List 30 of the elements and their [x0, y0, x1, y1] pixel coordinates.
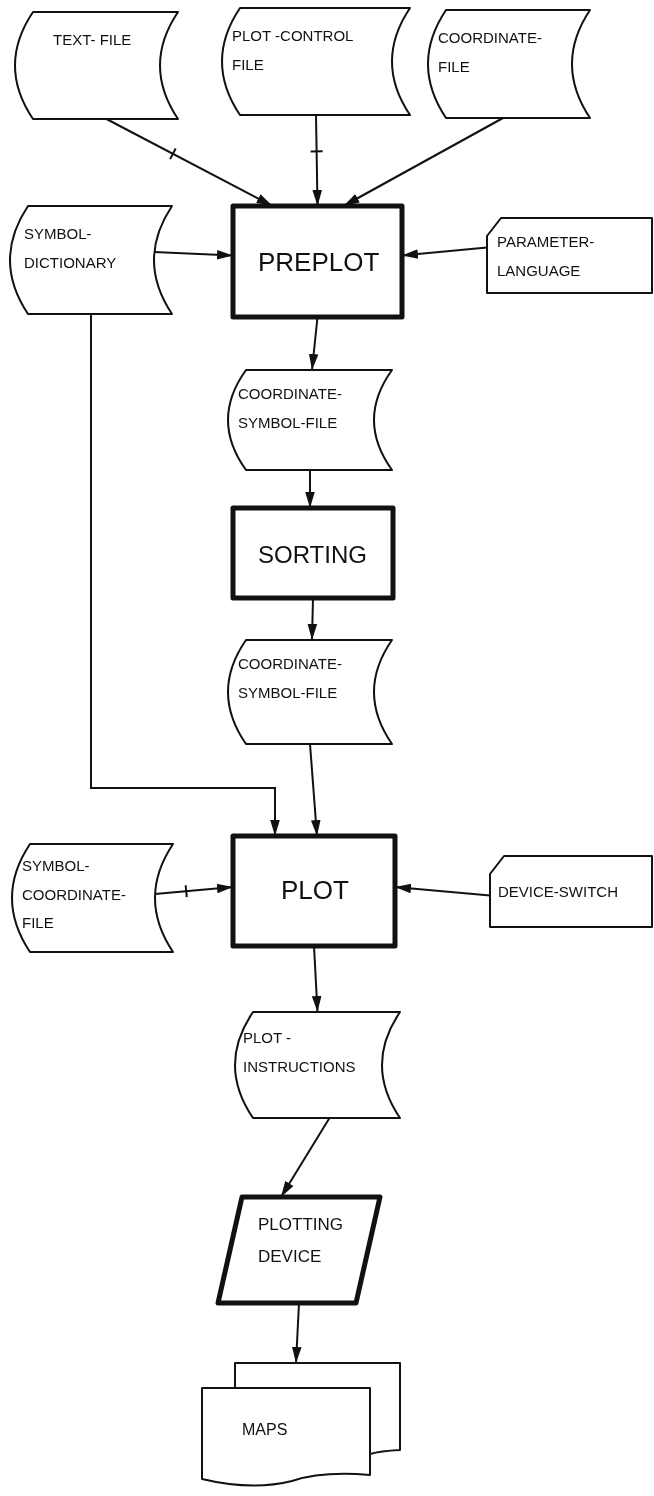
stored-data-symbol: [228, 640, 392, 744]
node-label: COORDINATE- FILE: [438, 28, 543, 77]
node-label: MAPS: [242, 1420, 289, 1440]
process-box: [233, 836, 395, 946]
node-label: DEVICE-SWITCH: [498, 882, 619, 902]
node-label: PARAMETER- LANGUAGE: [497, 232, 596, 281]
input-output-parallelogram: [218, 1197, 380, 1303]
node-label: SYMBOL- DICTIONARY: [24, 224, 118, 273]
punched-card-symbol: [487, 218, 652, 293]
stored-data-symbol: [428, 10, 590, 118]
stored-data-symbol: [235, 1012, 400, 1118]
node-label: COORDINATE- SYMBOL-FILE: [238, 384, 343, 433]
node-label: TEXT- FILE: [53, 30, 133, 50]
punched-card-symbol: [490, 856, 652, 927]
node-label: SORTING: [258, 540, 368, 570]
process-box: [233, 206, 402, 317]
stored-data-symbol: [228, 370, 392, 470]
node-label: PLOT - INSTRUCTIONS: [243, 1028, 357, 1077]
node-label: COORDINATE- SYMBOL-FILE: [238, 654, 343, 703]
stored-data-symbol: [222, 8, 410, 115]
node-label: SYMBOL- COORDINATE- FILE: [22, 856, 127, 933]
stored-data-symbol: [15, 12, 178, 119]
stored-data-symbol: [12, 844, 173, 952]
node-label: PLOT -CONTROL FILE: [232, 26, 354, 75]
node-label: PLOTTING DEVICE: [258, 1214, 344, 1269]
node-label: PREPLOT: [258, 246, 381, 279]
process-box: [233, 508, 393, 598]
node-label: PLOT: [281, 874, 350, 907]
stored-data-symbol: [10, 206, 172, 314]
document-stack-symbol: [202, 1363, 400, 1490]
